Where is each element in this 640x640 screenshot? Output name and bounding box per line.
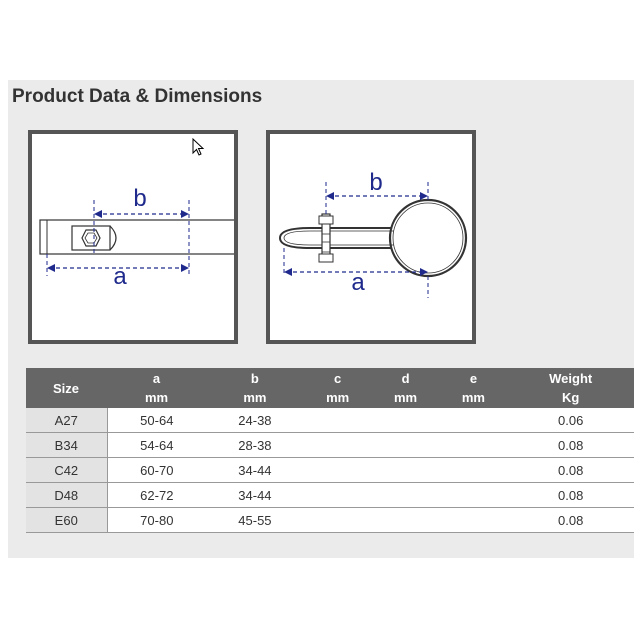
table-row: C42 60-70 34-44 0.08 [26, 457, 634, 483]
dimension-a-label: a [351, 269, 365, 296]
weight-cell: 0.08 [507, 482, 634, 508]
d-cell [371, 432, 440, 458]
a-cell: 54-64 [107, 432, 207, 458]
c-cell [303, 432, 372, 458]
diagram-side-view: b a [266, 130, 476, 344]
weight-cell: 0.08 [507, 457, 634, 483]
e-cell [439, 482, 508, 508]
size-cell: E60 [26, 507, 108, 533]
e-cell [439, 457, 508, 483]
a-cell: 60-70 [107, 457, 207, 483]
size-cell: D48 [26, 482, 108, 508]
product-data-panel: Product Data & Dimensions b a [8, 80, 634, 558]
size-cell: B34 [26, 432, 108, 458]
e-cell [439, 432, 508, 458]
loop-clamp-drawing: b a [278, 169, 468, 298]
mouse-pointer-icon [192, 138, 205, 156]
c-cell [303, 457, 372, 483]
b-cell: 34-44 [206, 482, 304, 508]
weight-cell: 0.08 [507, 432, 634, 458]
a-cell: 70-80 [107, 507, 207, 533]
weight-cell: 0.06 [507, 408, 634, 433]
size-cell: C42 [26, 457, 108, 483]
table-row: A27 50-64 24-38 0.06 [26, 408, 634, 433]
c-cell [303, 507, 372, 533]
dimension-a-label: a [113, 263, 127, 290]
b-cell: 24-38 [206, 408, 304, 433]
dimension-b-label: b [133, 185, 146, 212]
b-cell: 34-44 [206, 457, 304, 483]
dimension-b-label: b [369, 169, 382, 196]
c-cell [303, 408, 372, 433]
d-cell [371, 457, 440, 483]
d-cell [371, 482, 440, 508]
a-cell: 50-64 [107, 408, 207, 433]
d-cell [371, 408, 440, 433]
diagram-top-view: b a [28, 130, 238, 344]
section-title: Product Data & Dimensions [12, 86, 263, 107]
column-header-size: Size [26, 368, 107, 408]
d-cell [371, 507, 440, 533]
e-cell [439, 408, 508, 433]
size-cell: A27 [26, 408, 108, 433]
weight-cell: 0.08 [507, 507, 634, 533]
a-cell: 62-72 [107, 482, 207, 508]
e-cell [439, 507, 508, 533]
table-row: B34 54-64 28-38 0.08 [26, 432, 634, 458]
table-row: D48 62-72 34-44 0.08 [26, 482, 634, 508]
c-cell [303, 482, 372, 508]
table-row: E60 70-80 45-55 0.08 [26, 507, 634, 533]
band-clamp-drawing: b a [39, 185, 234, 290]
b-cell: 28-38 [206, 432, 304, 458]
b-cell: 45-55 [206, 507, 304, 533]
